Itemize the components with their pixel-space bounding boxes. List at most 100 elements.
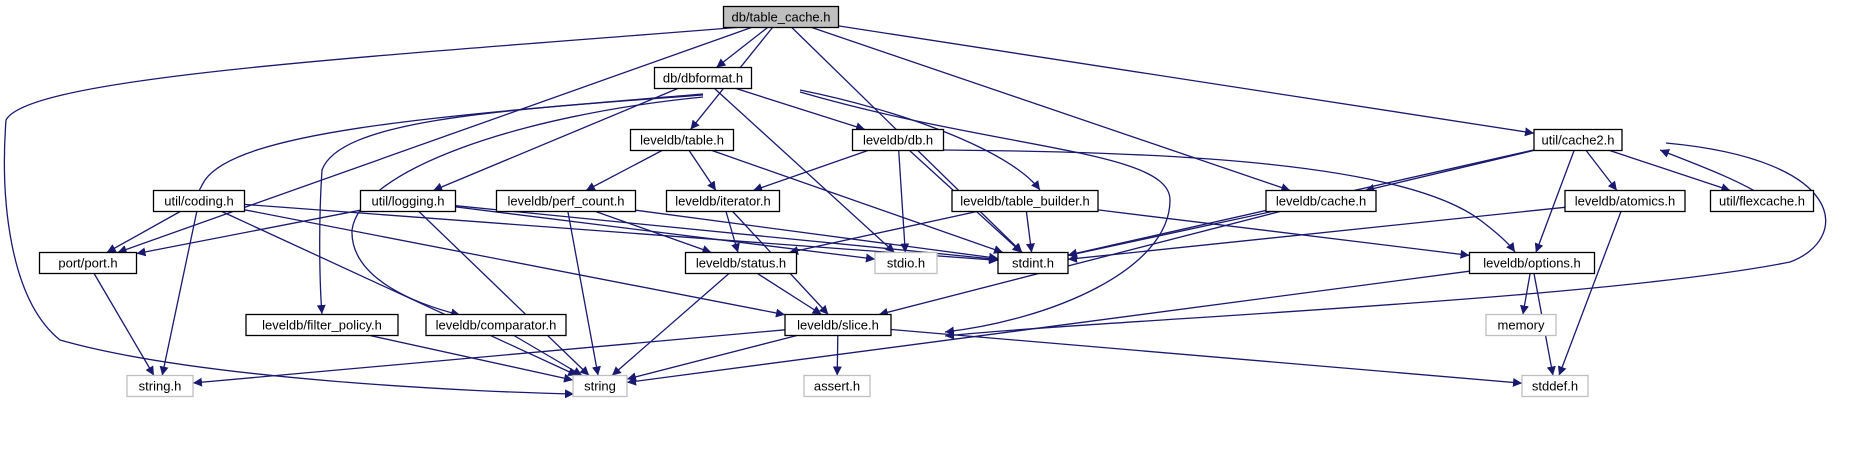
edge-leveldb-perf-count-h-to-string <box>567 211 601 376</box>
edge-leveldb-cache-h-to-leveldb-slice-h <box>878 210 1281 317</box>
node-box <box>38 251 138 275</box>
node-label: util/coding.h <box>164 194 233 209</box>
node-label: leveldb/table.h <box>640 133 724 148</box>
edge-util-coding-h-to-string <box>221 210 578 377</box>
edge-util-logging-h-to-port-port-h <box>136 209 361 257</box>
node-box <box>784 313 892 337</box>
node-db-dbformat-h[interactable]: db/dbformat.h <box>653 66 753 90</box>
node-layer: db/table_cache.h db/dbformat.h util/cache2… <box>38 5 1815 398</box>
edge-leveldb-perf-count-h-to-stdint-h <box>635 209 999 262</box>
edge-db-dbformat-h-to-util-coding-h <box>194 93 704 200</box>
edge-util-coding-h-to-port-port-h <box>106 210 181 254</box>
node-stddef-h: stddef.h <box>1521 374 1589 398</box>
edge-leveldb-table-builder-h-to-leveldb-options-h <box>1097 209 1470 259</box>
node-box <box>997 251 1069 275</box>
node-label: leveldb/status.h <box>696 256 786 271</box>
node-string: string <box>572 374 628 398</box>
node-label: leveldb/atomics.h <box>1575 194 1675 209</box>
edge-util-cache2-h-to-leveldb-slice-h <box>944 142 1827 340</box>
node-util-cache2-h[interactable]: util/cache2.h <box>1533 128 1623 152</box>
node-util-logging-h[interactable]: util/logging.h <box>359 189 457 213</box>
node-box <box>874 251 938 275</box>
edge-leveldb-table-h-to-leveldb-iterator-h <box>688 150 717 191</box>
node-box <box>684 251 798 275</box>
node-box <box>1485 313 1557 337</box>
node-leveldb-db-h[interactable]: leveldb/db.h <box>851 128 945 152</box>
edge-db-dbformat-h-to-leveldb-db-h <box>735 87 866 132</box>
node-box <box>425 313 567 337</box>
edge-db-dbformat-h-to-leveldb-filter-policy-h <box>316 94 704 315</box>
edge-leveldb-db-h-to-stdio-h <box>898 150 910 253</box>
node-box <box>152 189 246 213</box>
node-leveldb-table-h[interactable]: leveldb/table.h <box>629 128 735 152</box>
edge-util-coding-h-to-leveldb-slice-h <box>244 209 786 318</box>
edge-util-logging-h-to-string <box>418 211 590 376</box>
edge-db-table-cache-h-to-port-port-h <box>117 26 752 254</box>
edge-db-dbformat-h-to-stdio-h <box>714 88 895 253</box>
node-box <box>245 313 399 337</box>
node-leveldb-cache-h[interactable]: leveldb/cache.h <box>1265 189 1377 213</box>
node-label: util/logging.h <box>372 194 445 209</box>
edge-leveldb-table-h-to-leveldb-perf-count-h <box>585 149 663 192</box>
edge-util-cache2-h-to-leveldb-cache-h <box>1365 149 1535 193</box>
node-label: leveldb/filter_policy.h <box>262 318 382 333</box>
node-box <box>1521 374 1589 398</box>
node-label: util/flexcache.h <box>1719 194 1805 209</box>
node-leveldb-table-builder-h[interactable]: leveldb/table_builder.h <box>951 189 1099 213</box>
edge-leveldb-status-h-to-string <box>611 273 730 376</box>
node-label: string.h <box>139 379 182 394</box>
edge-util-logging-h-to-stdint-h <box>455 205 999 264</box>
edge-leveldb-options-h-to-string <box>626 270 1470 386</box>
node-label: util/cache2.h <box>1542 133 1615 148</box>
node-leveldb-iterator-h[interactable]: leveldb/iterator.h <box>665 189 781 213</box>
edge-leveldb-db-h-to-leveldb-options-h <box>943 149 1516 253</box>
node-box <box>1709 189 1815 213</box>
node-stdint-h[interactable]: stdint.h <box>997 251 1069 275</box>
edge-leveldb-options-h-to-memory <box>1520 273 1531 315</box>
node-leveldb-filter-policy-h[interactable]: leveldb/filter_policy.h <box>245 313 399 337</box>
edge-db-table-cache-h-to-util-cache2-h <box>838 25 1535 137</box>
node-label: stdint.h <box>1012 256 1054 271</box>
node-box <box>665 189 781 213</box>
node-string-h: string.h <box>126 374 194 398</box>
node-label: leveldb/db.h <box>863 133 933 148</box>
node-label: leveldb/perf_count.h <box>507 194 624 209</box>
node-leveldb-comparator-h[interactable]: leveldb/comparator.h <box>425 313 567 337</box>
edge-leveldb-status-h-to-leveldb-slice-h <box>757 272 822 316</box>
node-memory: memory <box>1485 313 1557 337</box>
node-util-coding-h[interactable]: util/coding.h <box>152 189 246 213</box>
node-box <box>359 189 457 213</box>
node-leveldb-perf-count-h[interactable]: leveldb/perf_count.h <box>495 189 637 213</box>
node-box <box>653 66 753 90</box>
node-box <box>1468 251 1596 275</box>
edge-db-dbformat-h-to-leveldb-slice-h <box>799 91 1171 336</box>
edge-leveldb-slice-h-to-string-h <box>192 329 786 387</box>
node-label: leveldb/cache.h <box>1276 194 1366 209</box>
edge-leveldb-perf-count-h-to-leveldb-status-h <box>595 210 712 254</box>
node-box <box>803 374 871 398</box>
edge-db-dbformat-h-to-leveldb-table-builder-h <box>799 89 1041 191</box>
edge-leveldb-cache-h-to-stdint-h <box>1067 210 1273 259</box>
edge-util-cache2-h-to-leveldb-atomics-h <box>1585 150 1618 191</box>
node-box <box>495 189 637 213</box>
node-label: db/table_cache.h <box>731 10 830 25</box>
node-leveldb-status-h[interactable]: leveldb/status.h <box>684 251 798 275</box>
node-box <box>126 374 194 398</box>
node-label: leveldb/comparator.h <box>436 318 557 333</box>
node-db-table-cache-h[interactable]: db/table_cache.h <box>722 5 840 29</box>
node-box <box>1265 189 1377 213</box>
node-port-port-h[interactable]: port/port.h <box>38 251 138 275</box>
node-box <box>951 189 1099 213</box>
edge-leveldb-slice-h-to-string <box>626 334 798 382</box>
node-box <box>722 5 840 29</box>
node-leveldb-atomics-h[interactable]: leveldb/atomics.h <box>1564 189 1686 213</box>
node-leveldb-options-h[interactable]: leveldb/options.h <box>1468 251 1596 275</box>
node-box <box>1564 189 1686 213</box>
node-label: stdio.h <box>887 256 925 271</box>
edge-leveldb-atomics-h-to-stddef-h <box>1557 211 1622 376</box>
edge-leveldb-table-builder-h-to-leveldb-status-h <box>788 210 978 255</box>
node-label: db/dbformat.h <box>663 71 743 86</box>
node-leveldb-slice-h[interactable]: leveldb/slice.h <box>784 313 892 337</box>
node-util-flexcache-h[interactable]: util/flexcache.h <box>1709 189 1815 213</box>
edge-db-dbformat-h-to-util-logging-h <box>432 87 679 192</box>
